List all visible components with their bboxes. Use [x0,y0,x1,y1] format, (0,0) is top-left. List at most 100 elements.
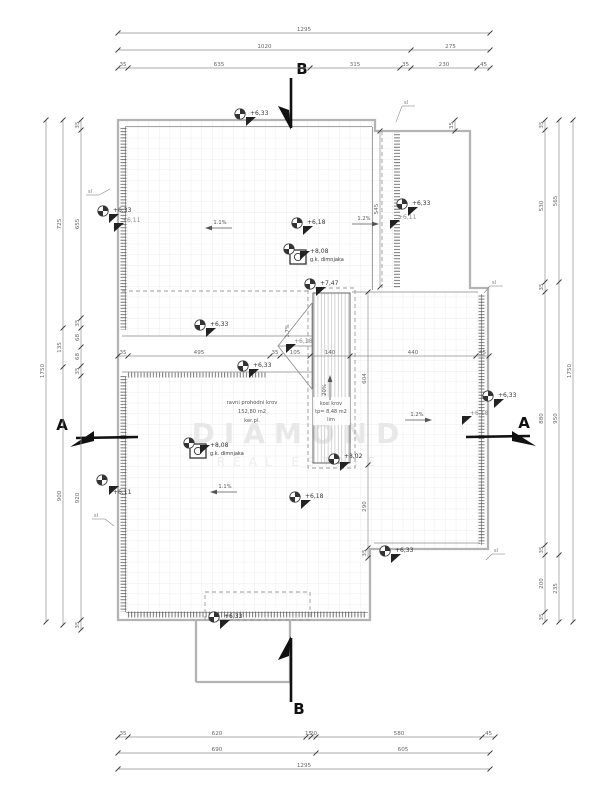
drain-label-1: sl [86,188,111,196]
dimension-label: 565 [553,195,559,206]
svg-text:+6,33: +6,33 [412,200,431,207]
section-line-a-left: A [56,416,139,447]
dimension-label: 495 [194,350,205,356]
elevation-marker-strip-low: +8,02 [328,453,363,471]
chimney-2: +8,08 g.k. dimnjaka [183,437,244,459]
svg-text:+8,08: +8,08 [310,248,329,255]
dimension-label: 35 [119,731,127,737]
svg-text:DIAMOND: DIAMOND [192,417,409,450]
dimension-label: 35 [75,621,81,629]
svg-text:lim: lim [327,417,335,423]
elevation-marker-ridge: +7,47 [304,278,339,296]
elevation-marker-notch-upper: +6,33 [194,319,229,337]
dimension-label: 35 [75,121,81,129]
section-line-b-bottom: B [278,636,305,718]
dimension-chain-top-right-wall: 35 [449,117,458,134]
svg-text:g.k. dimnjaka: g.k. dimnjaka [310,257,344,263]
svg-text:1.1%: 1.1% [218,484,231,490]
svg-text:A: A [518,414,530,432]
dimension-label: 725 [57,218,63,229]
svg-text:+6,33: +6,33 [250,110,269,117]
drain-label-2: sl [395,100,415,123]
flat-roof-label: ravni prohodni krov 152,80 m2 ker.pl. [227,400,278,424]
dimension-label: 545 [374,203,380,214]
svg-text:+6,11: +6,11 [113,489,132,496]
dimension-label: 620 [212,731,223,737]
slope-arrow-strip: 20% [322,375,333,400]
dimension-label: 35 [75,319,81,327]
dimension-chain-top-mid: 1020 275 [115,44,493,53]
dimension-label: 68 [75,334,81,342]
dimension-label: 35 [75,367,81,375]
drain-label-5: sl [92,513,115,527]
svg-text:B: B [296,60,307,78]
dimension-label: 35 [119,350,127,356]
svg-text:+6,11: +6,11 [398,214,417,221]
svg-text:+6,33: +6,33 [498,392,517,399]
elevation-marker-right-upper: +6,33 [396,198,431,216]
svg-text:g.k. dimnjaka: g.k. dimnjaka [210,451,244,457]
roof-grid-fill [118,120,488,620]
svg-text:ravni prohodni krov: ravni prohodni krov [227,400,278,406]
dimension-chain-bottom-mid: 690 605 [115,747,493,756]
drain-label-4: sl [485,548,505,561]
svg-text:ker.pl.: ker.pl. [244,418,260,424]
dimension-label: 1295 [297,763,312,769]
svg-text:+6,18: +6,18 [305,493,324,500]
dimension-label: 315 [350,62,361,68]
dimension-chain-right-total: 1750 [567,117,576,625]
dimension-label: 15 [305,731,313,737]
dimension-label: 290 [362,501,368,512]
dimension-label: 105 [290,350,301,356]
elevation-marker-top-edge: +6,33 [234,108,269,126]
svg-text:sl: sl [88,189,92,195]
elevation-marker-triangle: +6,18 [286,338,313,353]
dimension-label: 1750 [567,363,573,378]
dimension-label: 35 [539,121,545,129]
dimension-label: 605 [398,747,409,753]
drain-label-3: sl [483,280,503,294]
section-line-b-top: B [278,60,308,130]
svg-text:1.2%: 1.2% [357,216,370,222]
dimension-label: 35 [539,283,545,291]
svg-text:+6,18: +6,18 [470,410,489,417]
elevation-marker-right-mid-flag: +6,18 [462,410,489,425]
svg-text:+6,33: +6,33 [210,321,229,328]
dimension-label: 880 [539,413,545,424]
svg-text:A: A [56,416,68,434]
slope-label-triangle: 1.7% [285,324,291,337]
dimension-label: 635 [214,62,225,68]
svg-text:B: B [293,700,304,718]
dimension-label: 950 [553,413,559,424]
svg-text:tp= 8,48 m2: tp= 8,48 m2 [315,409,347,415]
svg-text:sl: sl [492,280,496,286]
elevation-marker-bottom-edge: +6,33 [208,611,243,629]
dimension-label: 45 [480,62,488,68]
svg-text:sl: sl [404,100,408,106]
elevation-marker-mid-upper: +6,18 [291,217,326,235]
svg-text:+6,18: +6,18 [307,219,326,226]
dimension-label: 140 [325,350,336,356]
dimension-label: 655 [75,218,81,229]
dimension-label: 530 [539,200,545,211]
watermark: DIAMOND REAL ESTATE [192,417,409,469]
dimension-label: 35 [271,350,279,356]
sloped-roof-label: kosi krov tp= 8,48 m2 lim [313,397,350,425]
dimension-label: 275 [445,44,456,50]
svg-text:+8,02: +8,02 [344,453,363,460]
elevation-marker-left-lower: +6,11 [96,474,132,496]
slope-arrow-right: 1.2% [405,412,432,423]
dimension-label: 35 [539,546,545,554]
elevation-marker-left-upper-flag: +6,11 [114,217,141,232]
dimension-label: 135 [57,342,63,353]
dimension-label: 690 [212,747,223,753]
dimension-label: 1020 [257,44,272,50]
slope-arrow-upper-left: 1.1% [205,220,232,231]
